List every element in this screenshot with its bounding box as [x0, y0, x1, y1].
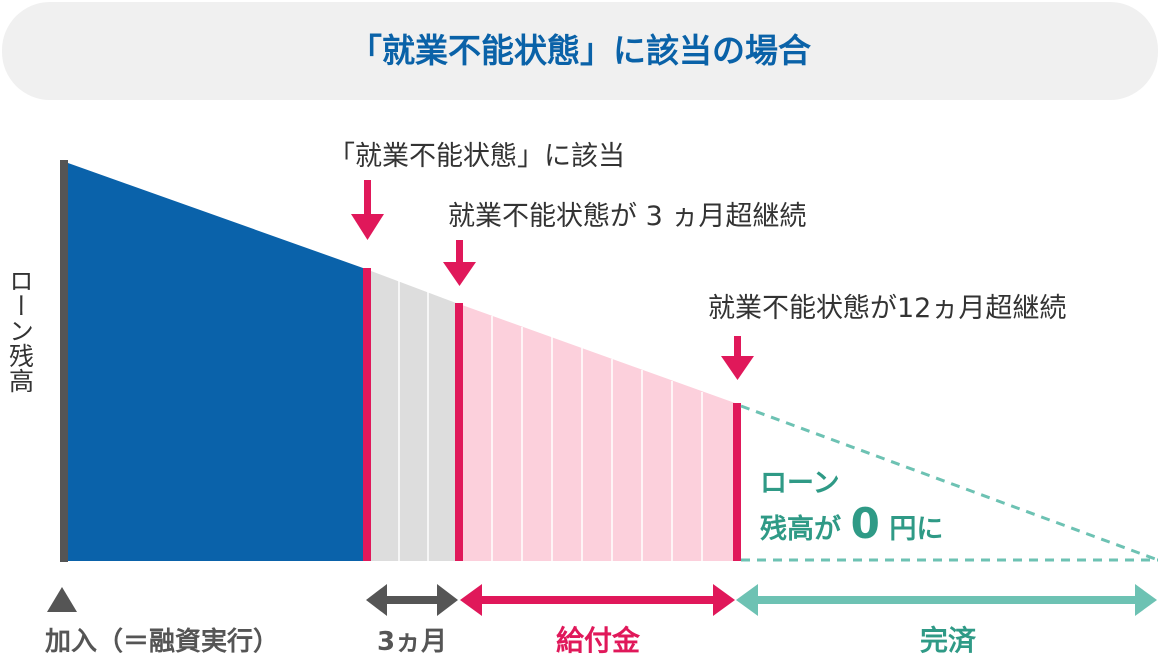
- benefit-period-area: [462, 305, 735, 561]
- down-arrow-icon: [721, 336, 754, 380]
- header-title: 「就業不能状態」に該当の場合: [349, 31, 811, 70]
- event-label-3months: 就業不能状態が 3 ヵ月超継続: [448, 201, 806, 232]
- timeline-label-start: 加入（＝融資実行）: [45, 626, 279, 657]
- double-headed-arrow-icon: [366, 584, 458, 616]
- event-bar-12months: [733, 403, 741, 561]
- y-axis-bar: [60, 160, 68, 562]
- down-arrow-icon: [351, 180, 384, 240]
- result-zero: 0: [851, 499, 880, 548]
- event-bar-disability: [363, 268, 371, 561]
- projected-balance-dashed-line: [740, 404, 1159, 562]
- waiting-period-stripes: [398, 281, 429, 561]
- triangle-up-icon: [47, 587, 77, 612]
- event-label-disability: 「就業不能状態」に該当: [328, 141, 625, 172]
- timeline-label-waiting: 3ヵ月: [377, 627, 447, 657]
- event-label-12months: 就業不能状態が12ヵ月超継続: [708, 293, 1066, 324]
- result-line-1: ローン: [760, 468, 840, 499]
- waiting-period-area: [371, 271, 456, 561]
- result-prefix: 残高が: [760, 513, 841, 545]
- timeline-label-benefit: 給付金: [556, 624, 641, 657]
- down-arrow-icon: [443, 240, 476, 286]
- loan-balance-area: [68, 163, 363, 561]
- benefit-period-stripes: [491, 316, 703, 561]
- event-bar-3months: [455, 303, 463, 561]
- double-headed-arrow-icon: [736, 584, 1157, 616]
- result-suffix: 円に: [889, 514, 943, 545]
- timeline-label-complete: 完済: [920, 624, 977, 657]
- result-line-2: 残高が 0 円に: [760, 499, 943, 548]
- y-axis-label: ローン残高: [6, 268, 35, 393]
- header-bar: [2, 2, 1158, 100]
- double-headed-arrow-icon: [460, 584, 735, 616]
